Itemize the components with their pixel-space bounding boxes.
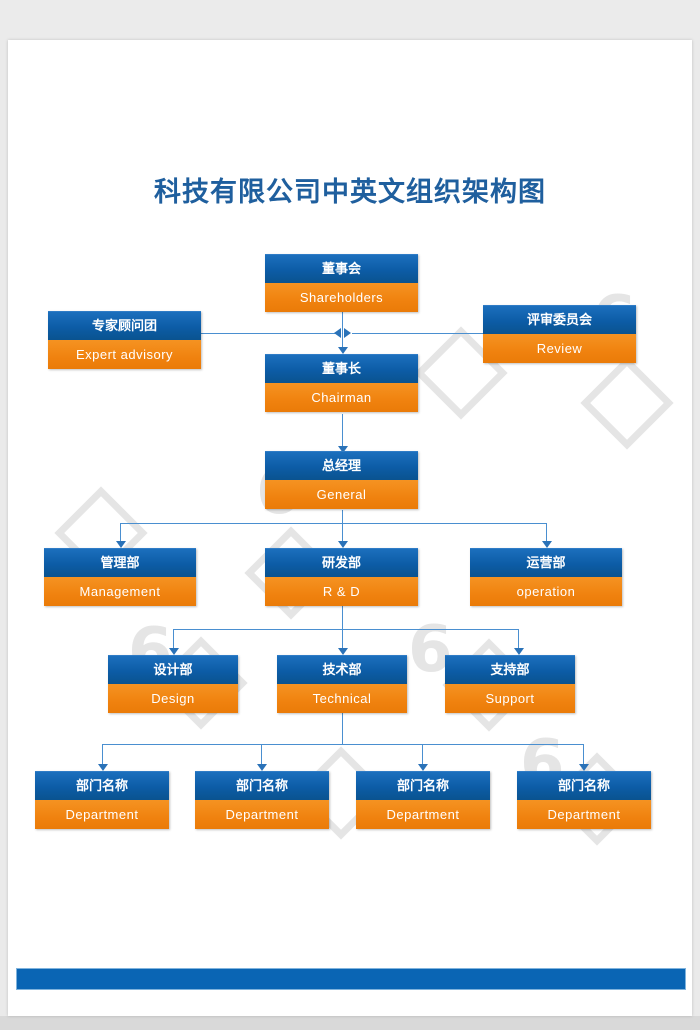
- org-node-review[interactable]: 评审委员会 Review: [483, 305, 636, 363]
- edge-arrow-design: [169, 648, 179, 655]
- org-node-dept-3[interactable]: 部门名称 Department: [356, 771, 490, 829]
- org-node-label-cn: 运营部: [470, 548, 622, 577]
- edge-to-chairman: [342, 333, 343, 349]
- edge-level6-drop-2: [261, 744, 262, 766]
- edge-arrow-dept-2: [257, 764, 267, 771]
- edge-level5-left-drop: [173, 629, 174, 650]
- org-node-label-cn: 评审委员会: [483, 305, 636, 334]
- org-node-shareholders[interactable]: 董事会 Shareholders: [265, 254, 418, 312]
- org-node-label-cn: 研发部: [265, 548, 418, 577]
- org-node-label-en: Management: [44, 577, 196, 606]
- org-node-label-en: Department: [356, 800, 490, 829]
- org-node-label-cn: 部门名称: [356, 771, 490, 800]
- org-node-label-cn: 总经理: [265, 451, 418, 480]
- org-node-expert-advisory[interactable]: 专家顾问团 Expert advisory: [48, 311, 201, 369]
- org-node-label-en: Support: [445, 684, 575, 713]
- org-node-label-en: Department: [195, 800, 329, 829]
- edge-technical-down: [342, 707, 343, 745]
- org-node-label-en: Technical: [277, 684, 407, 713]
- org-node-technical[interactable]: 技术部 Technical: [277, 655, 407, 713]
- edge-level6-drop-3: [422, 744, 423, 766]
- org-node-label-cn: 支持部: [445, 655, 575, 684]
- edge-side-bus-left: [164, 333, 340, 334]
- org-node-label-en: Shareholders: [265, 283, 418, 312]
- page-title: 科技有限公司中英文组织架构图: [154, 177, 546, 207]
- org-node-label-en: Department: [517, 800, 651, 829]
- edge-arrow-dept-1: [98, 764, 108, 771]
- org-node-label-en: operation: [470, 577, 622, 606]
- edge-arrow-general: [338, 446, 348, 453]
- edge-arrow-management: [116, 541, 126, 548]
- edge-arrow-right: [344, 328, 351, 338]
- edge-arrow-operation: [542, 541, 552, 548]
- document-page: 6 6 6 6 6: [8, 40, 692, 1016]
- org-node-label-cn: 部门名称: [517, 771, 651, 800]
- edge-arrow-technical: [338, 648, 348, 655]
- footer-accent-bar: [16, 968, 686, 990]
- org-node-rnd[interactable]: 研发部 R & D: [265, 548, 418, 606]
- org-node-label-cn: 技术部: [277, 655, 407, 684]
- org-node-chairman[interactable]: 董事长 Chairman: [265, 354, 418, 412]
- org-node-label-cn: 董事长: [265, 354, 418, 383]
- org-node-label-en: Expert advisory: [48, 340, 201, 369]
- edge-level5-mid-drop: [342, 629, 343, 650]
- edge-level5-bus: [173, 629, 518, 630]
- edge-level6-bus: [102, 744, 583, 745]
- org-node-management[interactable]: 管理部 Management: [44, 548, 196, 606]
- canvas-bottom-band: [0, 1016, 700, 1030]
- org-node-label-en: Design: [108, 684, 238, 713]
- org-node-label-en: R & D: [265, 577, 418, 606]
- org-node-dept-2[interactable]: 部门名称 Department: [195, 771, 329, 829]
- org-node-operation[interactable]: 运营部 operation: [470, 548, 622, 606]
- edge-arrow-dept-4: [579, 764, 589, 771]
- org-node-dept-4[interactable]: 部门名称 Department: [517, 771, 651, 829]
- org-node-general[interactable]: 总经理 General: [265, 451, 418, 509]
- edge-level4-left-drop: [120, 523, 121, 543]
- edge-level5-right-drop: [518, 629, 519, 650]
- edge-level4-mid-drop: [342, 523, 343, 543]
- org-node-label-en: Review: [483, 334, 636, 363]
- edge-shareholders-down: [342, 311, 343, 351]
- edge-arrow-rnd: [338, 541, 348, 548]
- org-node-label-en: Chairman: [265, 383, 418, 412]
- edge-arrow-left: [334, 328, 341, 338]
- org-node-design[interactable]: 设计部 Design: [108, 655, 238, 713]
- org-node-dept-1[interactable]: 部门名称 Department: [35, 771, 169, 829]
- org-node-label-cn: 部门名称: [195, 771, 329, 800]
- org-node-label-en: Department: [35, 800, 169, 829]
- org-node-label-cn: 部门名称: [35, 771, 169, 800]
- edge-arrow-chairman: [338, 347, 348, 354]
- org-node-label-en: General: [265, 480, 418, 509]
- org-node-label-cn: 董事会: [265, 254, 418, 283]
- edge-level6-drop-4: [583, 744, 584, 766]
- edge-rnd-down: [342, 600, 343, 630]
- edge-side-bus-right: [352, 333, 528, 334]
- edge-chairman-general: [342, 414, 343, 450]
- edge-level4-bus: [120, 523, 546, 524]
- edge-arrow-support: [514, 648, 524, 655]
- org-node-label-cn: 专家顾问团: [48, 311, 201, 340]
- canvas-top-band: [0, 0, 700, 40]
- org-node-support[interactable]: 支持部 Support: [445, 655, 575, 713]
- watermark-diamond-shape: [580, 356, 674, 450]
- edge-level6-drop-1: [102, 744, 103, 766]
- edge-general-down: [342, 510, 343, 524]
- edge-arrow-dept-3: [418, 764, 428, 771]
- edge-level4-right-drop: [546, 523, 547, 543]
- org-node-label-cn: 管理部: [44, 548, 196, 577]
- org-node-label-cn: 设计部: [108, 655, 238, 684]
